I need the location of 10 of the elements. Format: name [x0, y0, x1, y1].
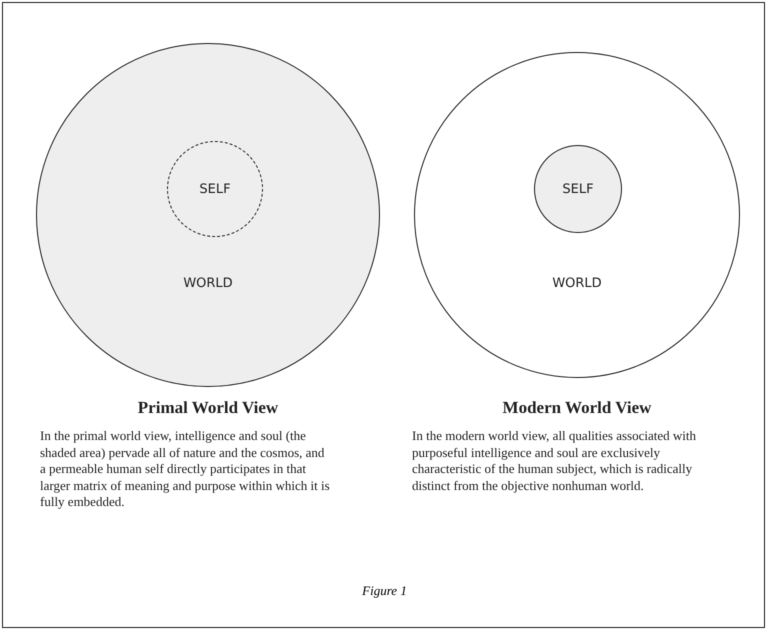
circle-label: WORLD [182, 276, 234, 292]
description-paragraph: In the modern world view, all qualities associated with purposeful intelligence and soul are exclusively characteristic of the human subject, which is radically distinct from the objective nonhuman world. [412, 428, 698, 494]
heading: Modern World View [502, 398, 652, 418]
circle-label: SELF [198, 182, 232, 198]
figure-caption: Figure 1 [362, 583, 407, 598]
circle-label: WORLD [551, 276, 603, 292]
description-paragraph: In the primal world view, intelligence and soul (the shaded area) pervade all of nature and the cosmos, and a permeable human self directly participates in that larger matrix of meaning and purpose within which it is fully embedded. [40, 428, 330, 510]
circle-label: SELF [561, 182, 595, 198]
self-circle [167, 141, 263, 237]
heading: Primal World View [136, 398, 280, 418]
